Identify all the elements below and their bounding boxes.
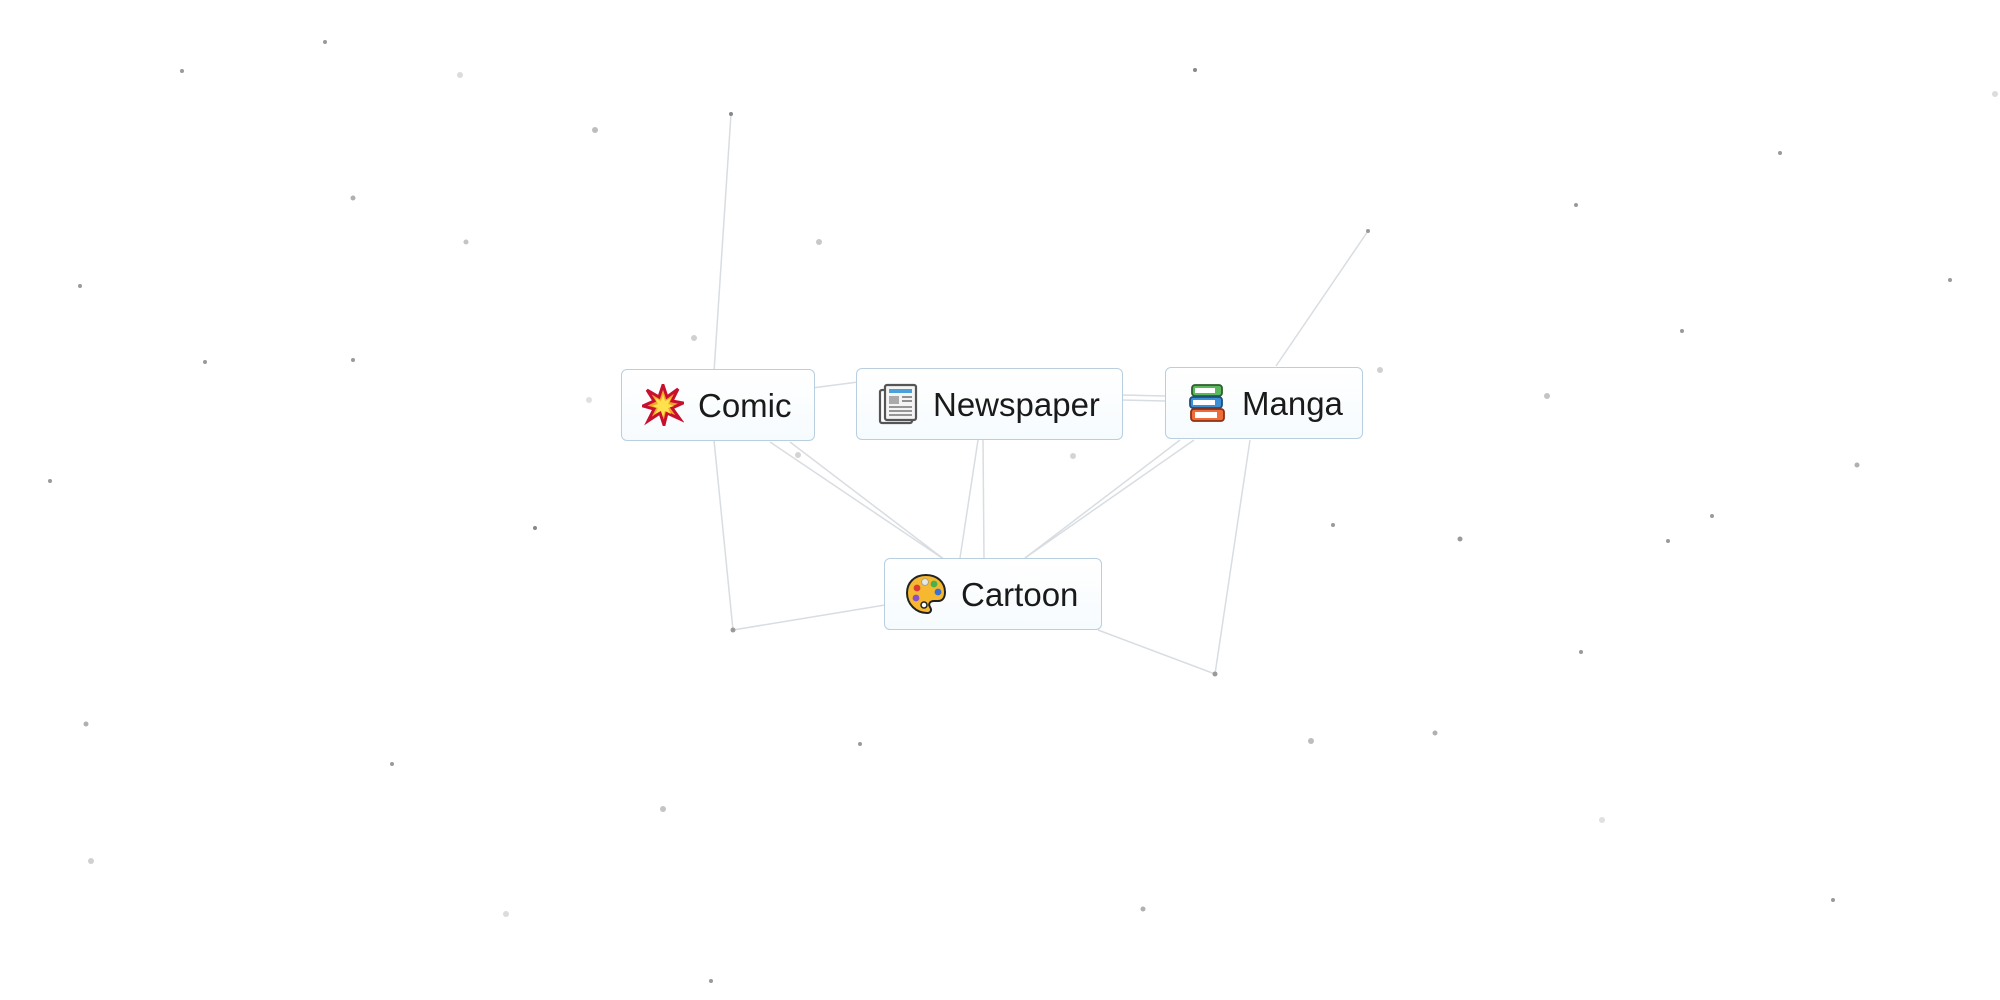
link-line bbox=[789, 441, 946, 561]
particle bbox=[48, 479, 52, 483]
particle bbox=[1579, 650, 1583, 654]
particle bbox=[1544, 393, 1550, 399]
element-card-manga[interactable]: Manga bbox=[1165, 367, 1363, 439]
element-card-comic[interactable]: Comic bbox=[621, 369, 815, 441]
link-line bbox=[1121, 394, 1167, 397]
particle bbox=[816, 239, 822, 245]
link-line bbox=[713, 439, 734, 631]
particle bbox=[1666, 539, 1670, 543]
artist-palette-icon bbox=[905, 573, 947, 615]
particle bbox=[351, 358, 355, 362]
link-line bbox=[769, 441, 946, 561]
particle bbox=[1366, 229, 1370, 233]
particle bbox=[390, 762, 394, 766]
particle bbox=[533, 526, 537, 530]
particle bbox=[78, 284, 82, 288]
link-line bbox=[811, 381, 859, 389]
link-line bbox=[1214, 439, 1251, 675]
link-line bbox=[1024, 439, 1195, 559]
particle bbox=[1948, 278, 1952, 282]
link-line bbox=[1275, 230, 1369, 367]
particle bbox=[203, 360, 207, 364]
newspaper-icon bbox=[877, 383, 919, 425]
link-line bbox=[1121, 399, 1167, 402]
link-line bbox=[713, 113, 732, 373]
particle bbox=[660, 806, 666, 812]
particle bbox=[592, 127, 598, 133]
books-icon bbox=[1186, 382, 1228, 424]
particle bbox=[457, 72, 463, 78]
link-line bbox=[982, 439, 985, 559]
link-line bbox=[732, 604, 886, 631]
particle bbox=[709, 979, 713, 983]
particle bbox=[1140, 906, 1146, 912]
particle bbox=[730, 627, 736, 633]
particle bbox=[1854, 462, 1860, 468]
link-line bbox=[1097, 629, 1216, 675]
particle bbox=[350, 195, 356, 201]
particle bbox=[729, 112, 733, 116]
collision-icon bbox=[642, 384, 684, 426]
particle bbox=[463, 239, 469, 245]
particle bbox=[1457, 536, 1463, 542]
particle bbox=[88, 858, 94, 864]
particle bbox=[1680, 329, 1684, 333]
element-label-comic: Comic bbox=[698, 386, 792, 424]
particle bbox=[503, 911, 509, 917]
particle bbox=[1070, 453, 1076, 459]
particle bbox=[180, 69, 184, 73]
particle bbox=[1574, 203, 1578, 207]
element-label-newspaper: Newspaper bbox=[933, 385, 1100, 423]
particle bbox=[1710, 514, 1714, 518]
particle bbox=[691, 335, 697, 341]
particle bbox=[1778, 151, 1782, 155]
particle bbox=[1432, 730, 1438, 736]
element-label-manga: Manga bbox=[1242, 384, 1343, 422]
element-label-cartoon: Cartoon bbox=[961, 575, 1079, 613]
element-card-cartoon[interactable]: Cartoon bbox=[884, 558, 1102, 630]
element-card-newspaper[interactable]: Newspaper bbox=[856, 368, 1123, 440]
particle bbox=[858, 742, 862, 746]
particle bbox=[1599, 817, 1605, 823]
link-line bbox=[1024, 439, 1181, 559]
particle bbox=[586, 397, 592, 403]
particle bbox=[1992, 91, 1998, 97]
particle bbox=[1193, 68, 1197, 72]
particle bbox=[1831, 898, 1835, 902]
link-line bbox=[959, 439, 979, 559]
particle bbox=[795, 452, 801, 458]
particle bbox=[1377, 367, 1383, 373]
particle bbox=[1331, 523, 1335, 527]
particle bbox=[1212, 671, 1218, 677]
particle bbox=[323, 40, 327, 44]
particle bbox=[83, 721, 89, 727]
particle bbox=[1308, 738, 1314, 744]
